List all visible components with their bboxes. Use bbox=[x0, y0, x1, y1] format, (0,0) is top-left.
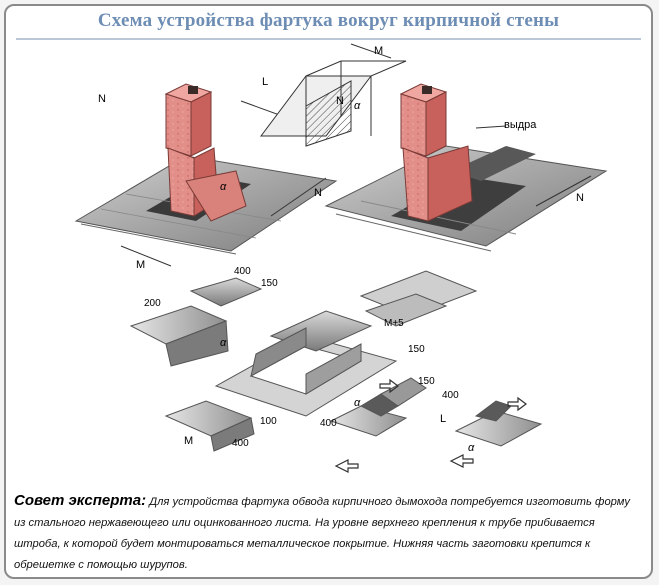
dim-400-bottom: 400 bbox=[232, 438, 249, 449]
left-chimney bbox=[164, 83, 247, 222]
dim-400-top: 400 bbox=[234, 266, 251, 277]
arrow-icon bbox=[507, 396, 527, 412]
part-left-front bbox=[129, 277, 263, 367]
diagram-title: Схема устройства фартука вокруг кирпично… bbox=[97, 10, 560, 31]
dim-200: 200 bbox=[144, 298, 161, 309]
slope-angle-prism bbox=[260, 43, 407, 147]
roof-line bbox=[100, 208, 257, 239]
dim-150-mid: 150 bbox=[418, 376, 435, 387]
tip-text: Для устройства фартука обвода кирпичного… bbox=[14, 496, 630, 571]
dim-400-mid: 400 bbox=[320, 418, 337, 429]
right-chimney bbox=[399, 83, 473, 222]
alpha-mid: α bbox=[354, 397, 361, 409]
dim-400-mid-right: 400 bbox=[442, 390, 459, 401]
dim-m-bottom: M bbox=[184, 435, 193, 447]
dim-line-m-left bbox=[120, 245, 172, 267]
dim-n-right: N bbox=[576, 192, 584, 204]
dim-l-top-left: L bbox=[262, 76, 268, 88]
otter-leader bbox=[475, 125, 507, 129]
part-bottom-left bbox=[164, 400, 255, 452]
dim-l-mid: L bbox=[440, 413, 446, 425]
dim-m-plus-5: M+5 bbox=[384, 318, 404, 329]
alpha-top: α bbox=[354, 100, 361, 112]
dim-m-left: M bbox=[136, 259, 145, 271]
dim-100: 100 bbox=[260, 416, 277, 427]
diagram-frame: Схема устройства фартука вокруг кирпично… bbox=[4, 4, 653, 579]
north-label-right: N bbox=[336, 95, 344, 107]
alpha-right: α bbox=[468, 442, 475, 454]
alpha-left: α bbox=[220, 181, 227, 193]
dim-m-top: M bbox=[374, 45, 383, 57]
part-bottom-middle bbox=[329, 377, 427, 437]
part-bottom-right bbox=[454, 400, 543, 447]
apron-diagram: N M N α L M α bbox=[74, 43, 608, 473]
dim-line-n-left bbox=[270, 177, 327, 217]
dim-150-right: 150 bbox=[408, 344, 425, 355]
otter-label: выдра bbox=[504, 119, 537, 131]
right-roof-assembly bbox=[324, 83, 608, 252]
north-label-left: N bbox=[98, 93, 106, 105]
dim-line-n-right bbox=[535, 175, 592, 207]
roof-line bbox=[80, 223, 237, 255]
arrow-icon bbox=[379, 378, 399, 394]
alpha-part: α bbox=[220, 337, 227, 349]
part-right-cover bbox=[359, 270, 478, 327]
dim-n-left: N bbox=[314, 187, 322, 199]
direction-arrows bbox=[334, 378, 527, 473]
left-roof-assembly bbox=[74, 83, 338, 267]
expert-tip: Совет эксперта: Для устройства фартука о… bbox=[14, 490, 643, 576]
dim-150-top: 150 bbox=[261, 278, 278, 289]
arrow-icon bbox=[334, 459, 359, 473]
part-center-frame bbox=[214, 310, 398, 417]
title-divider bbox=[16, 38, 641, 40]
arrow-icon bbox=[449, 454, 474, 468]
tip-heading: Совет эксперта: bbox=[14, 492, 147, 509]
